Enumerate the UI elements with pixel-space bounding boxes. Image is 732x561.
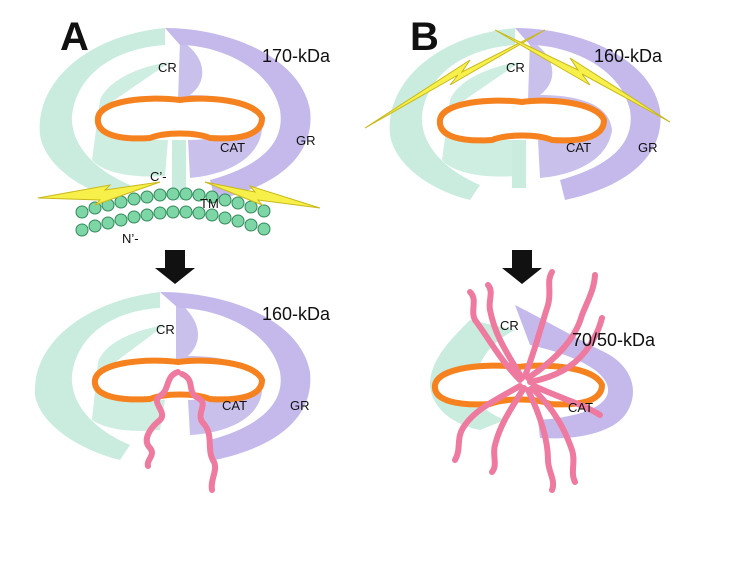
cr-label: CR bbox=[506, 60, 525, 75]
lightning-bolt-icon bbox=[37, 181, 161, 206]
panel-a-bottom: 160-kDa CR CAT GR bbox=[34, 292, 331, 493]
mass-label-b-top: 160-kDa bbox=[594, 46, 663, 66]
mass-label-a-bottom: 160-kDa bbox=[262, 304, 331, 324]
purple-domain-inner bbox=[528, 40, 612, 178]
green-domain-inner bbox=[442, 62, 520, 177]
mass-label-b-bottom: 70/50-kDa bbox=[572, 330, 656, 350]
purple-domain-outer bbox=[515, 28, 661, 200]
down-arrow-icon bbox=[502, 250, 542, 284]
panel-b-top: B 160-kDa CR CAT GR bbox=[364, 15, 671, 200]
tm-label: TM bbox=[200, 196, 219, 211]
panel-a-top: A 170-kDa CR CAT GR C’- TM N’- bbox=[37, 15, 331, 246]
gr-label: GR bbox=[290, 398, 310, 413]
cleaved-fragments bbox=[452, 269, 605, 493]
cat-ring bbox=[92, 357, 266, 403]
cat-label: CAT bbox=[566, 140, 591, 155]
gr-label: GR bbox=[296, 133, 316, 148]
cr-label: CR bbox=[158, 60, 177, 75]
green-domain-inner bbox=[92, 325, 165, 431]
purple-domain-outer bbox=[165, 28, 311, 200]
lightning-bolt-icon bbox=[364, 29, 546, 129]
cleaved-fragment bbox=[143, 369, 219, 493]
purple-domain-inner bbox=[176, 300, 262, 435]
purple-domain-inner bbox=[178, 40, 262, 178]
stem bbox=[172, 140, 186, 200]
lightning-bolt-icon bbox=[494, 29, 671, 123]
purple-domain-remnant bbox=[515, 305, 633, 439]
cr-label: CR bbox=[156, 322, 175, 337]
cat-label: CAT bbox=[222, 398, 247, 413]
green-domain-outer bbox=[34, 292, 160, 460]
c-term-label: C’- bbox=[150, 169, 167, 184]
green-domain-inner bbox=[92, 62, 170, 177]
down-arrow-icon bbox=[155, 250, 195, 284]
cr-label: CR bbox=[500, 318, 519, 333]
gr-label: GR bbox=[638, 140, 658, 155]
green-domain-outer bbox=[39, 28, 165, 200]
mass-label-a-top: 170-kDa bbox=[262, 46, 331, 66]
green-domain-outer bbox=[389, 28, 515, 200]
panel-b-bottom: 70/50-kDa CR CAT bbox=[430, 269, 656, 493]
cat-label: CAT bbox=[220, 140, 245, 155]
panel-letter-a: A bbox=[60, 15, 89, 59]
cat-ring bbox=[436, 97, 608, 144]
cat-label: CAT bbox=[568, 400, 593, 415]
stem bbox=[512, 140, 526, 188]
lightning-bolt-icon bbox=[204, 181, 321, 209]
purple-domain-outer bbox=[160, 292, 311, 460]
n-term-label: N’- bbox=[122, 231, 139, 246]
membrane-bilayer bbox=[75, 187, 271, 237]
panel-letter-b: B bbox=[410, 15, 439, 59]
cat-ring bbox=[94, 95, 266, 142]
